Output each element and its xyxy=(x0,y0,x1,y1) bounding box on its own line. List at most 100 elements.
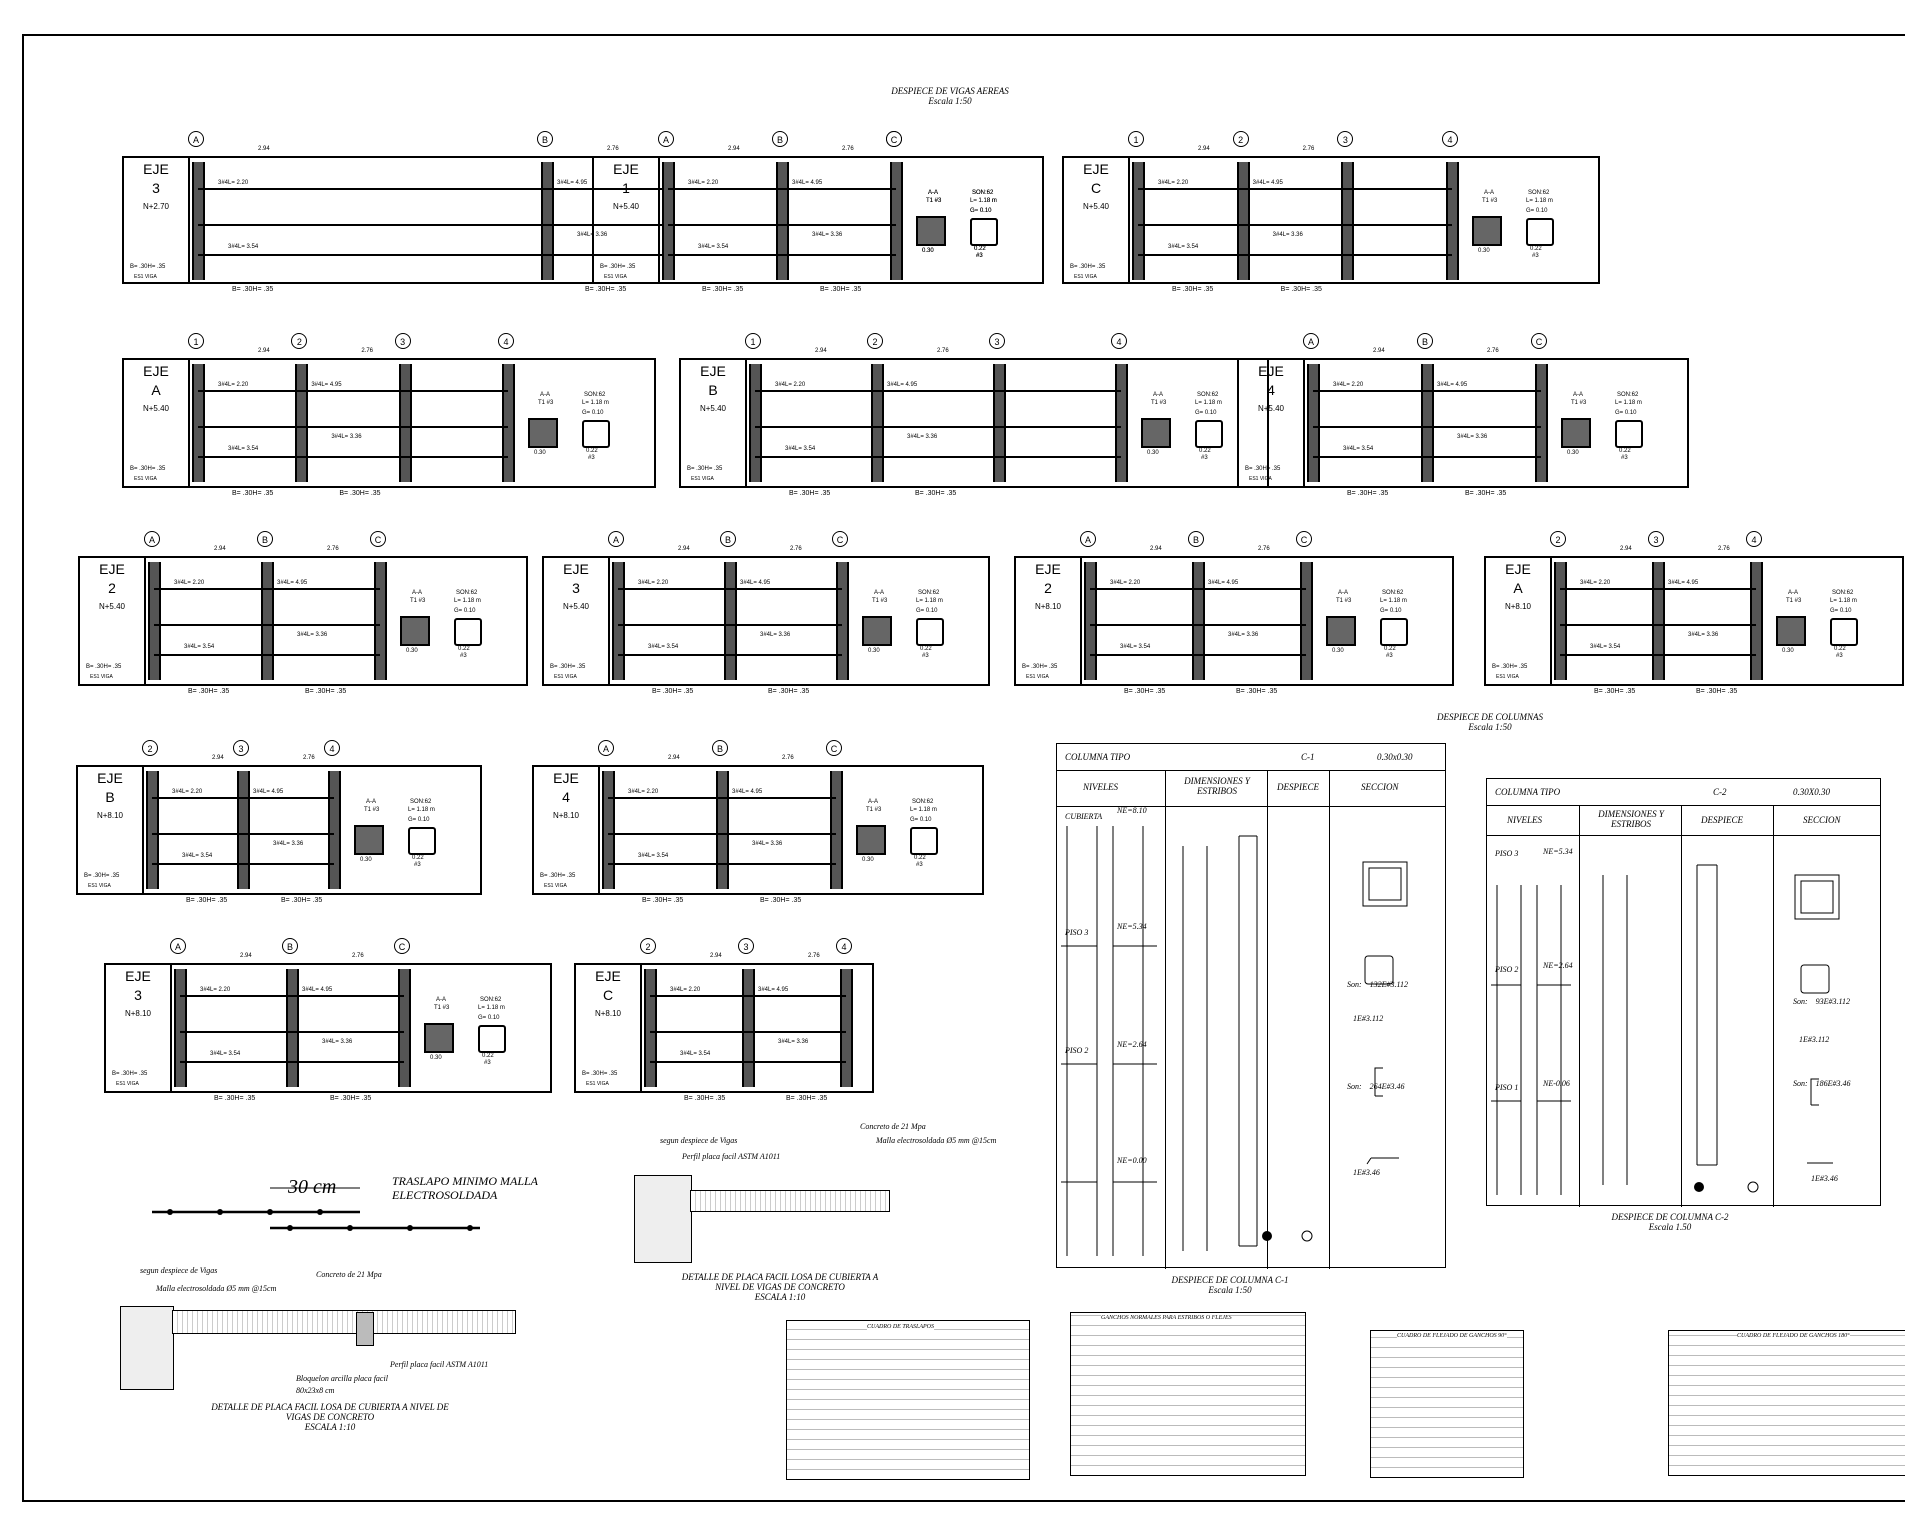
stirrup-dim: 0.22 xyxy=(1384,646,1396,652)
stirrup-shape xyxy=(454,618,482,646)
span-b-label-2: B= .30H= .35 xyxy=(305,688,347,695)
stirrup-son: SON:62 xyxy=(918,590,940,596)
span-dim-2: 2.76 xyxy=(842,146,854,152)
eje-id: 4 xyxy=(1267,382,1275,398)
rebar-line xyxy=(198,426,508,428)
drawing-frame xyxy=(22,34,1905,1502)
section-aa xyxy=(1776,616,1806,646)
stirrup-shape xyxy=(910,827,938,855)
top-bar-label: 3#4L= 2.20 xyxy=(218,382,249,388)
eje-word: EJE xyxy=(595,968,621,984)
beam-column xyxy=(1535,364,1548,482)
top-bar-label: 3#4L= 2.20 xyxy=(1580,580,1611,586)
rebar-line xyxy=(650,1031,846,1033)
span-dim-1: 2.94 xyxy=(240,953,252,959)
eje-nivel: N+5.40 xyxy=(562,602,590,611)
table-traslapos: CUADRO DE TRASLAPOS xyxy=(786,1320,1030,1480)
bottom-bar-label: 3#4L= 3.54 xyxy=(210,1051,241,1057)
rebar-line xyxy=(180,1061,404,1063)
c2-e1: 1E#3.112 xyxy=(1799,1035,1830,1044)
c2-h-dim: DIMENSIONES Y ESTRIBOS xyxy=(1598,809,1664,829)
table-flejado-180: CUADRO DE FLEJADO DE GANCHOS 180° xyxy=(1668,1330,1905,1476)
eje-word: EJE xyxy=(97,770,123,786)
bottom-bar-label: 3#4L= 3.54 xyxy=(1168,244,1199,250)
section-width: 0.30 xyxy=(1332,648,1344,654)
stirrup-bar: #3 xyxy=(1621,455,1628,461)
rebar-line xyxy=(650,1061,846,1063)
eje-id: 1 xyxy=(622,180,630,196)
span-dim-2: 2.76 xyxy=(808,953,820,959)
span-b-label-2: B= .30H= .35 xyxy=(760,897,802,904)
stirrup-length: L= 1.18 m xyxy=(478,1005,505,1011)
stirrup-bar: #3 xyxy=(916,862,923,868)
beam-column xyxy=(840,969,853,1087)
stirrup-bar: #3 xyxy=(1201,455,1208,461)
stirrup-bar: #3 xyxy=(1836,653,1843,659)
section-title: A-A xyxy=(928,190,939,196)
c2-piso3: PISO 3 xyxy=(1495,849,1519,858)
section-width: 0.30 xyxy=(1567,450,1579,456)
stirrup-son: SON:62 xyxy=(1832,590,1854,596)
top-bar-label: 3#4L= 2.20 xyxy=(628,789,659,795)
d2-caption: DETALLE DE PLACA FACIL LOSA DE CUBIERTA … xyxy=(211,1402,449,1432)
stirrup-dim: 0.22 xyxy=(586,448,598,454)
d2-malla: Malla electrosoldada Ø5 mm @15cm xyxy=(156,1284,277,1293)
d2-beam-section xyxy=(120,1306,174,1390)
section-aa xyxy=(424,1023,454,1053)
span-dim-2: 2.76 xyxy=(1718,546,1730,552)
c2-piso2: PISO 2 xyxy=(1495,965,1519,974)
beam-column xyxy=(1446,162,1459,280)
span-dim-1: 2.94 xyxy=(1150,546,1162,552)
stirrup-hook: G= 0.10 xyxy=(916,608,938,614)
span-b-label-2: B= .30H= .35 xyxy=(281,897,323,904)
span-dim-2: 2.76 xyxy=(352,953,364,959)
axis-bubble: 3 xyxy=(989,333,1005,349)
eje-word: EJE xyxy=(143,161,169,177)
span-b-label: B= .30H= .35 xyxy=(232,490,274,497)
beam-column xyxy=(502,364,515,482)
section-sub: T1 #3 xyxy=(1482,198,1498,204)
eje-word: EJE xyxy=(99,561,125,577)
d1-malla: Malla electrosoldada Ø5 mm @15cm xyxy=(876,1136,997,1145)
traslapo-text1: TRASLAPO MINIMO MALLA xyxy=(392,1174,538,1188)
c1-ne2: NE=5.34 xyxy=(1117,922,1147,931)
section-width: 0.30 xyxy=(922,248,934,254)
section-title: A-A xyxy=(1788,590,1799,596)
axis-bubble: 1 xyxy=(1128,131,1144,147)
stirrup-dim: 0.22 xyxy=(482,1053,494,1059)
eje-word: EJE xyxy=(1035,561,1061,577)
stirrup-son: SON:62 xyxy=(972,190,994,196)
rebar-line xyxy=(154,624,380,626)
beam-dims: B= .30H= .35 xyxy=(1070,264,1106,270)
axis-bubble: C xyxy=(370,531,386,547)
top-bar-label-2: 3#4L= 4.95 xyxy=(311,382,342,388)
c2-ne1: NE=5.34 xyxy=(1543,847,1573,856)
beam-dims: B= .30H= .35 xyxy=(582,1071,618,1077)
span-b-label-2: B= .30H= .35 xyxy=(1696,688,1738,695)
bottom-bar-label: 3#4L= 3.54 xyxy=(228,446,259,452)
traslapo-drawing xyxy=(152,1187,480,1231)
axis-bubble: 4 xyxy=(498,333,514,349)
c1-e2: 1E#3.46 xyxy=(1353,1168,1380,1177)
top-bar-label-2: 3#4L= 4.95 xyxy=(792,180,823,186)
stirrup-son: SON:62 xyxy=(912,799,934,805)
stirrup-bar: #3 xyxy=(460,653,467,659)
span-dim-1: 2.94 xyxy=(1373,348,1385,354)
d1-slab xyxy=(690,1190,890,1212)
rebar-line xyxy=(755,390,1121,392)
d2-bloq1: Bloquelon arcilla placa facil xyxy=(296,1374,388,1383)
rebar-line xyxy=(1560,624,1756,626)
eje-nivel: N+5.40 xyxy=(98,602,126,611)
beam-column xyxy=(742,969,755,1087)
beam-column xyxy=(724,562,737,680)
beam-column xyxy=(716,771,729,889)
top-bar-label-2: 3#4L= 4.95 xyxy=(1252,180,1283,186)
stirrup-son: SON:62 xyxy=(480,997,502,1003)
top-bar-label: 3#4L= 2.20 xyxy=(670,987,701,993)
stirrup-bar: #3 xyxy=(414,862,421,868)
c1-h-seccion: SECCION xyxy=(1361,782,1399,792)
